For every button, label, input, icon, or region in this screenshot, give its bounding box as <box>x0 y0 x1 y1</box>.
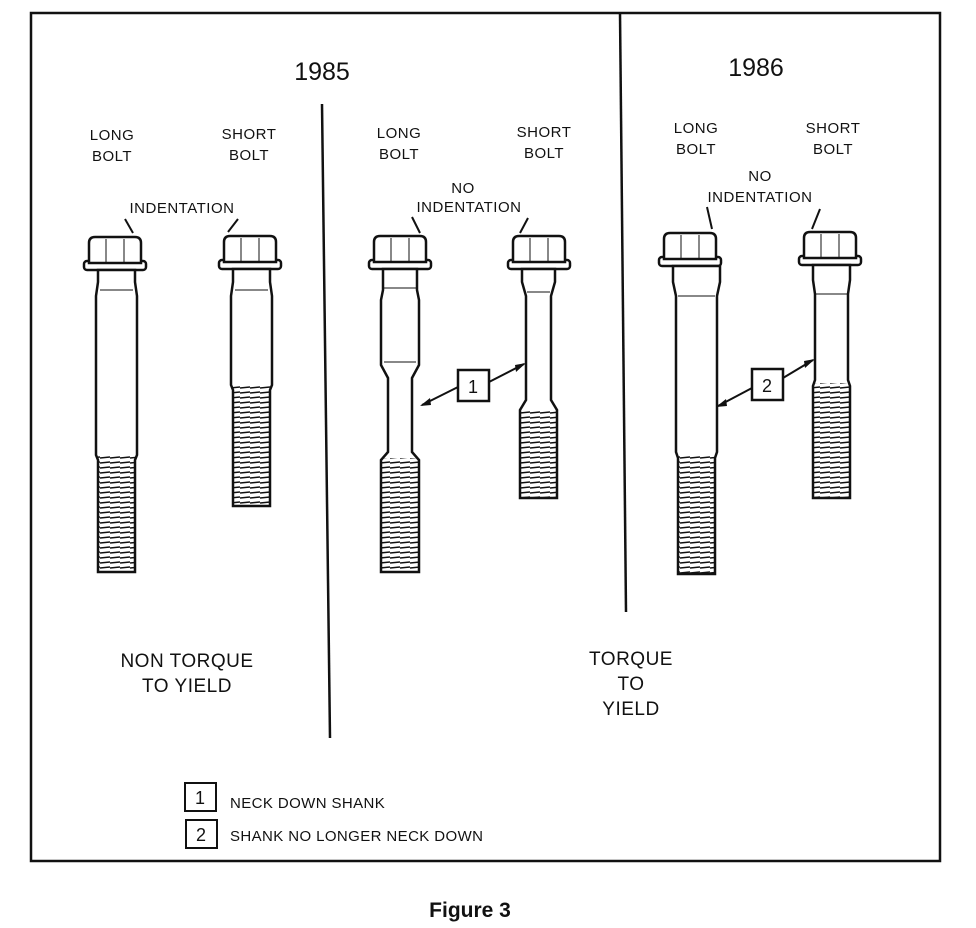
leader-no-indentation-2-right <box>811 208 821 230</box>
label-short-bolt-2: SHORT <box>517 124 572 141</box>
annotation-no-1: NO <box>451 180 475 197</box>
label-short-bolt-3b: BOLT <box>813 141 853 158</box>
bolt-1985-short-nontty <box>217 234 283 508</box>
label-long-bolt-3b: BOLT <box>676 141 716 158</box>
legend-box-1 <box>184 782 217 812</box>
caption-non-torque-line2: TO YIELD <box>142 676 232 697</box>
divider-left <box>320 103 332 739</box>
caption-non-torque-line1: NON TORQUE <box>120 651 253 672</box>
legend-text-1: NECK DOWN SHANK <box>230 795 385 812</box>
callout-2: 2 <box>716 359 815 407</box>
legend-box-2 <box>185 819 218 849</box>
figure-border <box>29 11 942 863</box>
legend-num-1: 1 <box>195 788 205 808</box>
label-short-bolt-2b: BOLT <box>524 145 564 162</box>
label-long-bolt-1: LONG <box>90 127 135 144</box>
label-long-bolt-2: LONG <box>377 125 422 142</box>
bolt-1986-long <box>657 231 723 576</box>
bolt-1985-short-tty <box>506 234 572 500</box>
caption-torque-line1: TORQUE <box>589 649 673 670</box>
figure-caption: Figure 3 <box>429 899 511 922</box>
caption-torque-line3: YIELD <box>602 699 659 720</box>
label-long-bolt-2b: BOLT <box>379 146 419 163</box>
annotation-indentation: INDENTATION <box>130 200 235 217</box>
caption-torque-line2: TO <box>617 674 644 695</box>
annotation-no-indentation-1: INDENTATION <box>417 199 522 216</box>
legend-text-2: SHANK NO LONGER NECK DOWN <box>230 828 483 845</box>
bolt-1986-short <box>797 230 863 500</box>
year-1985: 1985 <box>294 58 350 86</box>
year-1986: 1986 <box>728 54 784 82</box>
bolt-1985-long-tty <box>367 234 433 574</box>
label-short-bolt-1: SHORT <box>222 126 277 143</box>
label-short-bolt-3: SHORT <box>806 120 861 137</box>
callout-1-number: 1 <box>468 377 478 397</box>
leader-no-indentation-1-left <box>411 216 421 234</box>
legend: 1 NECK DOWN SHANK 2 SHANK NO LONGER NECK… <box>184 782 483 849</box>
label-long-bolt-3: LONG <box>674 120 719 137</box>
legend-num-2: 2 <box>196 825 206 845</box>
label-long-bolt-1b: BOLT <box>92 148 132 165</box>
annotation-no-2: NO <box>748 168 772 185</box>
divider-right <box>618 12 628 613</box>
leader-indentation-left <box>124 218 134 234</box>
annotation-no-indentation-2: INDENTATION <box>708 189 813 206</box>
callout-2-number: 2 <box>762 376 772 396</box>
leader-no-indentation-1-right <box>519 217 529 234</box>
leader-indentation-right <box>227 218 239 233</box>
leader-no-indentation-2-left <box>706 206 713 230</box>
callout-1: 1 <box>420 363 526 406</box>
bolt-1985-long-nontty <box>82 235 148 574</box>
label-short-bolt-1b: BOLT <box>229 147 269 164</box>
